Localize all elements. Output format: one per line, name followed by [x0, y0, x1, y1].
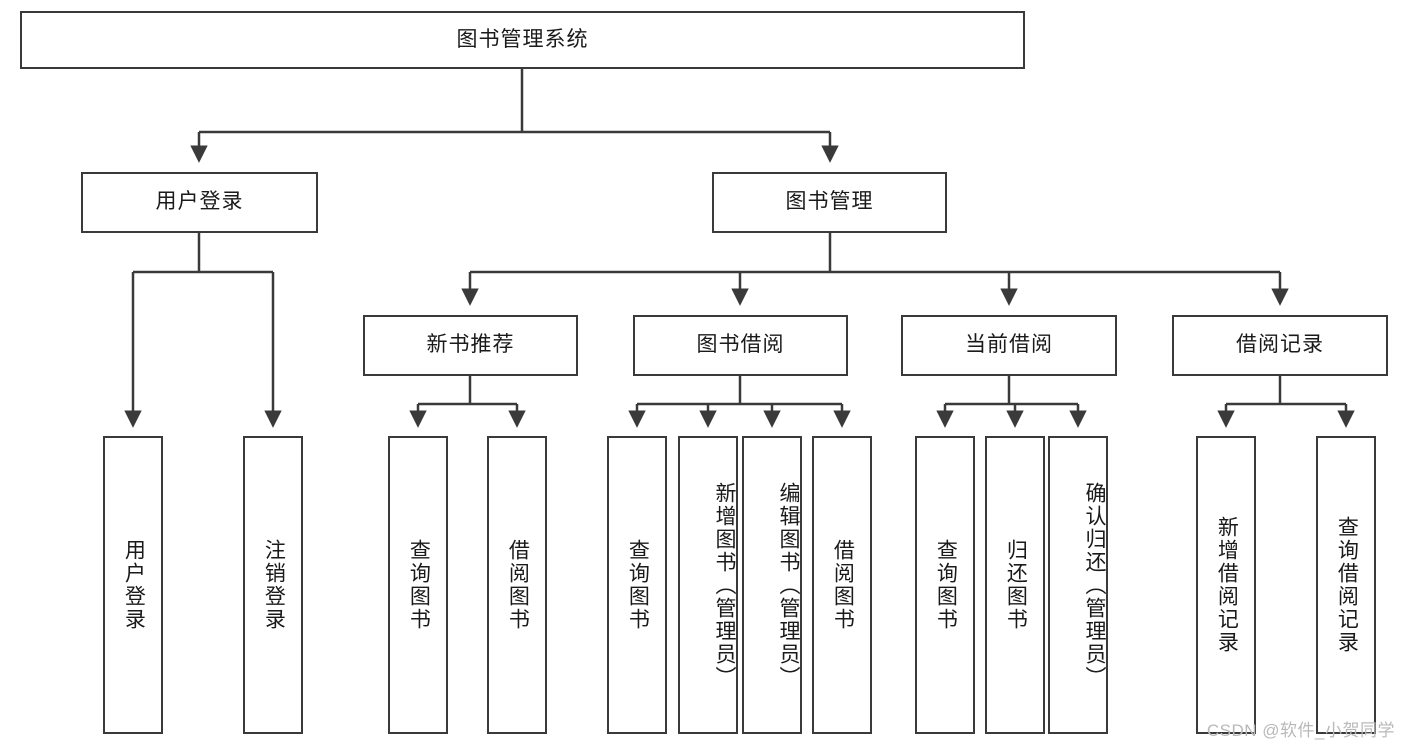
- leaf-query-book-3[interactable]: 查询图书: [915, 436, 975, 734]
- node-new-book-recommend[interactable]: 新书推荐: [363, 315, 578, 376]
- leaf-query-book-1-label: 查询图书: [407, 539, 431, 631]
- node-user-login-label: 用户登录: [155, 190, 244, 214]
- node-root[interactable]: 图书管理系统: [20, 11, 1025, 69]
- node-borrow-record[interactable]: 借阅记录: [1172, 315, 1388, 376]
- leaf-query-book-1[interactable]: 查询图书: [388, 436, 448, 734]
- watermark: CSDN @软件_小贺同学: [1206, 721, 1395, 740]
- leaf-borrow-book-1-label: 借阅图书: [506, 539, 530, 631]
- leaf-edit-book-admin[interactable]: 编辑图书（管理员）: [742, 436, 802, 734]
- node-book-manage[interactable]: 图书管理: [712, 172, 947, 233]
- leaf-query-book-2-label: 查询图书: [626, 539, 650, 631]
- leaf-query-book-3-label: 查询图书: [934, 539, 958, 631]
- node-new-book-recommend-label: 新书推荐: [426, 333, 515, 357]
- leaf-edit-book-admin-label: 编辑图书（管理员）: [777, 481, 800, 689]
- leaf-borrow-book-2-label: 借阅图书: [831, 539, 855, 631]
- node-book-borrow[interactable]: 图书借阅: [633, 315, 848, 376]
- leaf-return-book[interactable]: 归还图书: [985, 436, 1045, 734]
- leaf-query-book-2[interactable]: 查询图书: [607, 436, 667, 734]
- leaf-query-borrow-record[interactable]: 查询借阅记录: [1316, 436, 1376, 734]
- leaf-add-borrow-record-label: 新增借阅记录: [1215, 516, 1239, 654]
- leaf-user-login-label: 用户登录: [122, 539, 146, 631]
- node-book-manage-label: 图书管理: [785, 190, 874, 214]
- node-user-login[interactable]: 用户登录: [81, 172, 318, 233]
- leaf-borrow-book-1[interactable]: 借阅图书: [487, 436, 547, 734]
- leaf-user-login[interactable]: 用户登录: [103, 436, 163, 734]
- node-current-borrow-label: 当前借阅: [965, 333, 1053, 357]
- leaf-return-book-label: 归还图书: [1004, 539, 1028, 631]
- leaf-query-borrow-record-label: 查询借阅记录: [1335, 516, 1359, 654]
- leaf-confirm-return-admin-label: 确认归还（管理员）: [1083, 481, 1106, 689]
- node-book-borrow-label: 图书借阅: [696, 333, 785, 357]
- leaf-add-book-admin-label: 新增图书（管理员）: [713, 481, 736, 689]
- leaf-logout-login-label: 注销登录: [262, 539, 286, 631]
- node-root-label: 图书管理系统: [456, 27, 589, 51]
- node-borrow-record-label: 借阅记录: [1236, 333, 1324, 357]
- leaf-borrow-book-2[interactable]: 借阅图书: [812, 436, 872, 734]
- leaf-confirm-return-admin[interactable]: 确认归还（管理员）: [1048, 436, 1108, 734]
- leaf-logout-login[interactable]: 注销登录: [243, 436, 303, 734]
- leaf-add-book-admin[interactable]: 新增图书（管理员）: [678, 436, 738, 734]
- node-current-borrow[interactable]: 当前借阅: [901, 315, 1117, 376]
- leaf-add-borrow-record[interactable]: 新增借阅记录: [1196, 436, 1256, 734]
